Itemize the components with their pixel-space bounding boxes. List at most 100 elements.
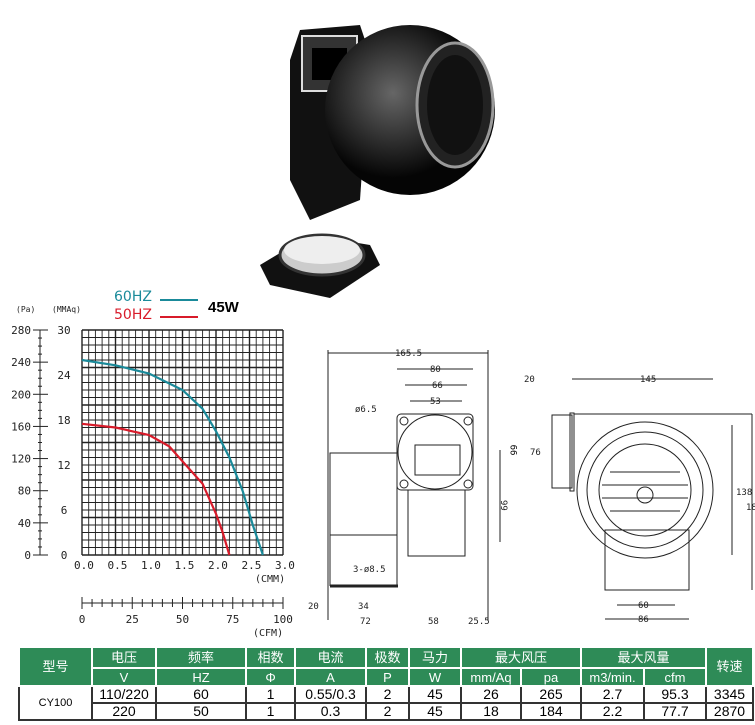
x-tick-label: 0.0 <box>74 559 94 572</box>
cfm-tick-label: 0 <box>79 613 86 626</box>
header-voltage: 电压 <box>91 646 157 669</box>
x-tick-label: 1.0 <box>141 559 161 572</box>
unit-cfm: cfm <box>643 667 707 687</box>
y-axis-label: (MMAq) <box>52 305 81 314</box>
cfm-axis-label: (CFM) <box>253 628 283 639</box>
cfm-tick-label: 75 <box>226 613 239 626</box>
cell: 0.55/0.3 <box>294 685 367 704</box>
x-axis-label: (CMM) <box>255 574 285 585</box>
cell: 110/220 <box>91 685 157 704</box>
side-dimension-drawing: 20 145 76 138 186.5 60 86 <box>524 375 755 625</box>
series-line-50hz <box>81 422 231 556</box>
header-speed: 转速 <box>705 646 754 687</box>
unit-poles: P <box>365 667 410 687</box>
x-tick-label: 2.0 <box>208 559 228 572</box>
unit-power: W <box>408 667 462 687</box>
unit-freq: HZ <box>155 667 247 687</box>
spec-table: 型号 电压 频率 相数 电流 极数 马力 最大风压 最大风量 转速 V HZ Φ… <box>18 646 754 721</box>
dim-width: 165.5 <box>395 349 422 359</box>
cell: 18 <box>460 702 522 721</box>
cell: 77.7 <box>643 702 707 721</box>
y-tick-label: 12 <box>57 459 70 472</box>
cell: 50 <box>155 702 247 721</box>
table-row: CY100 110/220 60 1 0.55/0.3 2 45 26 265 … <box>18 685 754 721</box>
cell: 2.2 <box>580 702 645 721</box>
series-line-60hz <box>81 358 264 556</box>
dim-60: 60 <box>638 601 649 611</box>
y-tick-label: 30 <box>57 324 70 337</box>
cfm-tick-label: 25 <box>126 613 139 626</box>
cell: 2 <box>365 702 410 721</box>
cell: 3345 <box>705 685 754 704</box>
pa-tick-label: 200 <box>11 388 31 401</box>
pa-tick-label: 80 <box>18 485 31 498</box>
y-tick-label: 6 <box>61 504 68 517</box>
dim-145: 145 <box>640 375 656 385</box>
dim-20: 20 <box>308 602 319 612</box>
unit-phase: Φ <box>245 667 296 687</box>
unit-current: A <box>294 667 367 687</box>
cell: 2.7 <box>580 685 645 704</box>
y-tick-label: 18 <box>57 414 70 427</box>
x-tick-label: 2.5 <box>242 559 262 572</box>
dim-25-5: 25.5 <box>468 617 490 627</box>
x-tick-label: 3.0 <box>275 559 295 572</box>
y-tick-label: 0 <box>61 549 68 562</box>
model-cell: CY100 <box>18 685 93 721</box>
y-tick-label: 24 <box>57 369 71 382</box>
header-current: 电流 <box>294 646 367 669</box>
cell: 184 <box>520 702 582 721</box>
dim-66: 66 <box>432 381 443 391</box>
dim-53: 53 <box>430 397 441 407</box>
unit-voltage: V <box>91 667 157 687</box>
cell: 1 <box>245 702 296 721</box>
header-poles: 极数 <box>365 646 410 669</box>
dim-34: 34 <box>358 602 369 612</box>
legend-60hz-line <box>160 299 198 301</box>
dim-186-5: 186.5 <box>746 503 755 513</box>
cell: 60 <box>155 685 247 704</box>
blower-product-photo <box>260 25 495 298</box>
pa-tick-label: 280 <box>11 324 31 337</box>
header-power: 马力 <box>408 646 462 669</box>
header-pressure: 最大风压 <box>460 646 582 669</box>
header-freq: 频率 <box>155 646 247 669</box>
cell: 2 <box>365 685 410 704</box>
dim-80: 80 <box>430 365 441 375</box>
pa-tick-label: 120 <box>11 453 31 466</box>
cell: 0.3 <box>294 702 367 721</box>
pa-tick-label: 240 <box>11 356 31 369</box>
header-model: 型号 <box>18 646 93 687</box>
power-label: 45W <box>208 299 239 316</box>
cell: 265 <box>520 685 582 704</box>
dim-hole: ø6.5 <box>355 405 377 415</box>
dim-base-holes: 3-ø8.5 <box>353 565 386 575</box>
x-tick-label: 0.5 <box>108 559 128 572</box>
cell: 45 <box>408 702 462 721</box>
performance-chart: 0.0 0.5 1.0 1.5 2.0 2.5 3.0 (CMM) 0 6 12 18 24 30 (MMA… <box>11 305 295 639</box>
dim-86: 86 <box>638 615 649 625</box>
pa-tick-label: 0 <box>24 549 31 562</box>
cfm-tick-label: 100 <box>273 613 293 626</box>
x-tick-label: 1.5 <box>175 559 195 572</box>
legend-60hz-label: 60HZ <box>114 289 152 305</box>
pa-tick-label: 160 <box>11 420 31 433</box>
front-dimension-drawing: 165.5 80 66 53 ø6.5 3-ø8.5 20 34 72 58 2… <box>308 349 508 627</box>
table-row: 220 50 1 0.3 2 45 18 184 2.2 77.7 2870 <box>19 702 754 721</box>
cell: 2870 <box>705 702 754 721</box>
header-phase: 相数 <box>245 646 296 669</box>
header-flow: 最大风量 <box>580 646 707 669</box>
unit-pa: pa <box>520 667 582 687</box>
cell: 26 <box>460 685 522 704</box>
legend-50hz-label: 50HZ <box>114 307 152 323</box>
cell: 95.3 <box>643 685 707 704</box>
legend-50hz-line <box>160 316 198 318</box>
dim-76: 76 <box>530 448 541 458</box>
cfm-tick-label: 50 <box>176 613 189 626</box>
dim-138: 138 <box>736 488 752 498</box>
pa-tick-label: 40 <box>18 517 31 530</box>
cell: 45 <box>408 685 462 704</box>
pa-axis-label: (Pa) <box>16 305 35 314</box>
unit-m3min: m3/min. <box>580 667 645 687</box>
